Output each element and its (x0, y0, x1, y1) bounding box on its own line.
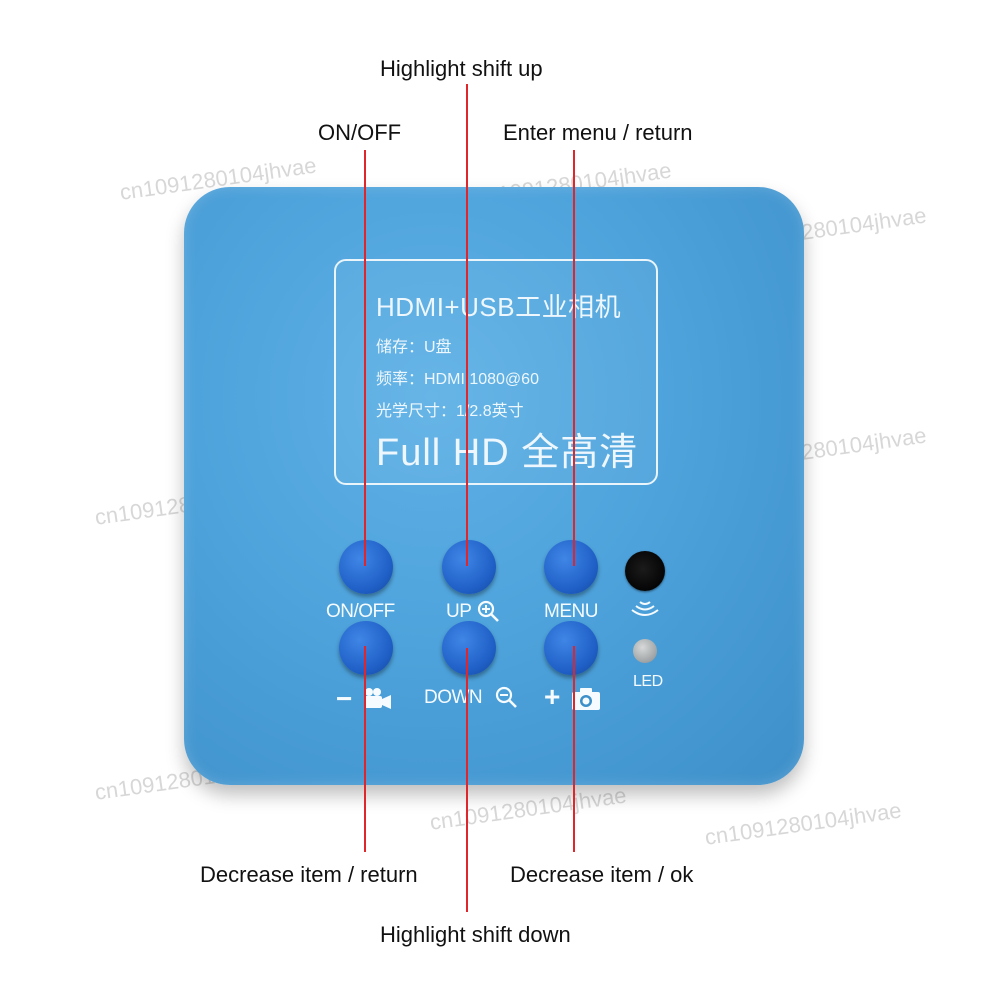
panel-full-hd: Full HD 全高清 (376, 432, 639, 474)
callout-decrease-ok: Decrease item / ok (510, 862, 694, 887)
callout-enter-menu: Enter menu / return (503, 120, 693, 145)
zoom-out-icon (495, 686, 517, 708)
panel-storage: 储存：U盘 (376, 339, 452, 356)
photo-camera-icon (572, 688, 600, 710)
panel-frequency: 频率：HDMI 1080@60 (376, 371, 539, 388)
menu-label: MENU (544, 601, 598, 622)
on-off-button[interactable] (339, 540, 393, 594)
ir-sensor (625, 551, 665, 591)
menu-button[interactable] (544, 540, 598, 594)
up-label-text: UP (446, 601, 472, 622)
zoom-in-icon (477, 600, 499, 622)
lead-line-decrease-return (364, 646, 366, 852)
down-button[interactable] (442, 621, 496, 675)
lead-line-enter-menu (573, 150, 575, 566)
panel-title: HDMI+USB工业相机 (376, 292, 622, 322)
down-label: DOWN (424, 687, 483, 708)
on-off-label: ON/OFF (326, 601, 395, 622)
led-label: LED (633, 673, 663, 690)
lead-line-on-off (364, 150, 366, 566)
watermark: cn1091280104jhvae (428, 782, 628, 835)
video-camera-icon (364, 688, 391, 709)
plus-label: + (544, 681, 560, 712)
callout-decrease-return: Decrease item / return (200, 862, 418, 887)
increase-ok-button[interactable] (544, 621, 598, 675)
lead-line-decrease-ok (573, 646, 575, 852)
callout-on-off: ON/OFF (318, 120, 402, 145)
decrease-return-button[interactable] (339, 621, 393, 675)
callout-highlight-shift-up: Highlight shift up (380, 56, 543, 81)
up-button[interactable] (442, 540, 496, 594)
minus-label: − (336, 683, 352, 714)
lead-line-highlight-down (466, 648, 468, 912)
callout-highlight-shift-down: Highlight shift down (380, 922, 571, 947)
watermark: cn1091280104jhvae (703, 797, 903, 850)
label-panel: HDMI+USB工业相机 储存：U盘 频率：HDMI 1080@60 光学尺寸：… (334, 259, 658, 485)
led-indicator (633, 639, 657, 663)
up-label: UP (446, 601, 472, 623)
lead-line-highlight-up (466, 84, 468, 566)
ir-signal-icon (631, 601, 659, 616)
panel-optical: 光学尺寸：1/2.8英寸 (376, 403, 524, 420)
camera-device: HDMI+USB工业相机 储存：U盘 频率：HDMI 1080@60 光学尺寸：… (184, 187, 804, 785)
